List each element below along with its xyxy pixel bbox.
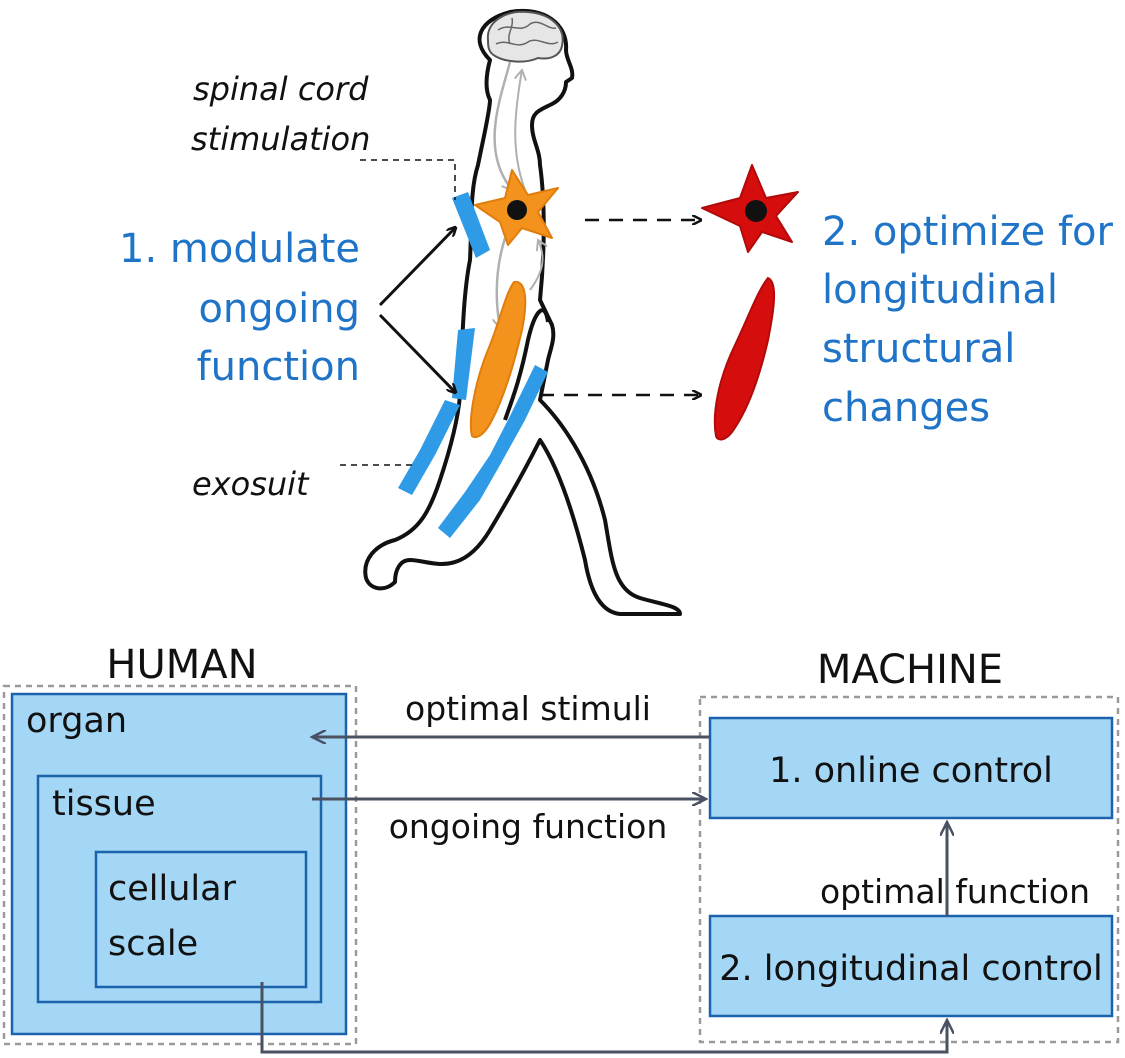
optimize-label: 2. optimize for longitudinal structural …: [822, 209, 1113, 431]
thigh-muscle-icon: [469, 280, 527, 438]
online-control-label: 1. online control: [769, 751, 1053, 791]
modulate-arrow-upper: [378, 228, 455, 307]
organ-label: organ: [26, 701, 127, 741]
human-frame: [2, 684, 358, 1046]
svg-text:ongoing: ongoing: [198, 286, 360, 332]
walking-human-figure: [363, 8, 682, 616]
human-title: HUMAN: [106, 642, 257, 688]
ongoing-function-label: ongoing function: [389, 807, 668, 846]
exosuit-label: exosuit: [192, 465, 310, 503]
svg-text:1. modulate: 1. modulate: [119, 226, 360, 272]
optimal-stimuli-label: optimal stimuli: [405, 689, 651, 728]
spinal-leader-line: [360, 159, 456, 200]
machine-frame: [698, 695, 1120, 1044]
adapted-muscle-icon: [713, 276, 776, 441]
cellular-label-line1: cellular: [108, 869, 237, 909]
tissue-label: tissue: [52, 784, 156, 824]
arm-outline-shape: [503, 308, 550, 421]
cellular-box: [94, 850, 308, 989]
exosuit-hip-strap: [452, 328, 475, 400]
cellular-label-line2: scale: [108, 924, 198, 964]
exosuit-rear-leg-strap: [438, 365, 548, 538]
svg-text:structural: structural: [822, 326, 1015, 372]
spinal-label-line1: spinal cord: [193, 70, 369, 108]
brain-icon: [486, 10, 564, 63]
cellular-feedback-arrow: [260, 982, 947, 1054]
svg-text:function: function: [197, 344, 360, 390]
adapted-neuron-icon: [701, 164, 799, 253]
spinal-neuron-icon: [474, 169, 559, 246]
modulate-arrow-lower: [378, 313, 455, 392]
longitudinal-control-box: [708, 914, 1114, 1018]
svg-text:2. optimize for: 2. optimize for: [822, 209, 1113, 255]
spinal-stimulation-pad: [452, 192, 490, 258]
spinal-label-line2: stimulation: [191, 120, 370, 158]
svg-text:changes: changes: [822, 385, 990, 431]
longitudinal-control-label: 2. longitudinal control: [719, 949, 1102, 989]
modulate-label: 1. modulate ongoing function: [119, 226, 360, 390]
machine-title: MACHINE: [817, 647, 1003, 693]
svg-text:longitudinal: longitudinal: [822, 267, 1058, 313]
optimal-function-label: optimal function: [820, 872, 1090, 911]
descending-pathway-arrow: [493, 61, 512, 190]
muscle-to-neuron-arrow: [529, 240, 543, 291]
ascending-pathway-arrow: [514, 70, 525, 191]
exosuit-front-thigh-strap: [398, 400, 460, 495]
online-control-box: [708, 716, 1114, 820]
